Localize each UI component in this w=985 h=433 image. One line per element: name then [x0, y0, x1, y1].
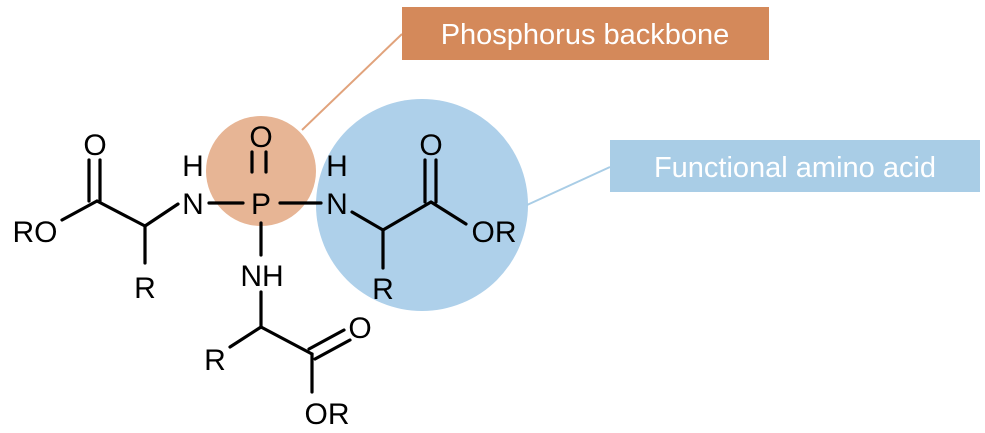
atoms: P O H N H N NH O RO R O OR R R O OR [13, 121, 517, 431]
atom-p-oxygen: O [249, 121, 272, 154]
atom-p: P [251, 188, 271, 221]
atom-bottom-r: R [204, 344, 226, 377]
bond-bottom-ca-r [228, 325, 263, 349]
amino-acid-highlight [316, 99, 528, 311]
bond-bottom-ca-c [259, 325, 314, 356]
amino-acid-callout-label: Functional amino acid [654, 152, 936, 184]
bond-right-c-oester [429, 200, 468, 226]
backbone-leader-line [301, 33, 403, 131]
bonds [60, 150, 468, 394]
amino-acid-callout-box [610, 140, 980, 192]
amino-acid-leader-line [526, 166, 611, 206]
bond-bottom-c-o-2 [313, 338, 352, 361]
bond-left-ca-c [95, 199, 147, 228]
backbone-callout-label: Phosphorus backbone [441, 19, 730, 51]
atom-bottom-ester: OR [305, 398, 350, 431]
atom-bottom-carbonyl-o: O [348, 312, 371, 345]
atom-nh-right-n: N [326, 188, 348, 221]
bond-left-n-ca [143, 202, 180, 228]
atom-right-r: R [372, 273, 394, 306]
bond-left-c-oester [60, 199, 99, 222]
atom-nh-right-h: H [326, 150, 348, 183]
atom-nh-left-h: H [182, 150, 204, 183]
backbone-highlight [206, 116, 316, 226]
atom-right-ester: OR [472, 216, 517, 249]
atom-nh-left-n: N [182, 188, 204, 221]
backbone-callout-box [402, 7, 769, 60]
bond-bottom-c-o-1 [307, 328, 346, 351]
bond-right-n-ca [350, 210, 385, 232]
atom-left-carbonyl-o: O [83, 129, 106, 162]
atom-nh-bottom: NH [240, 260, 283, 293]
atom-left-r: R [134, 272, 156, 305]
bond-right-ca-c [381, 200, 433, 232]
atom-left-ester: RO [13, 216, 58, 249]
atom-right-carbonyl-o: O [419, 129, 442, 162]
